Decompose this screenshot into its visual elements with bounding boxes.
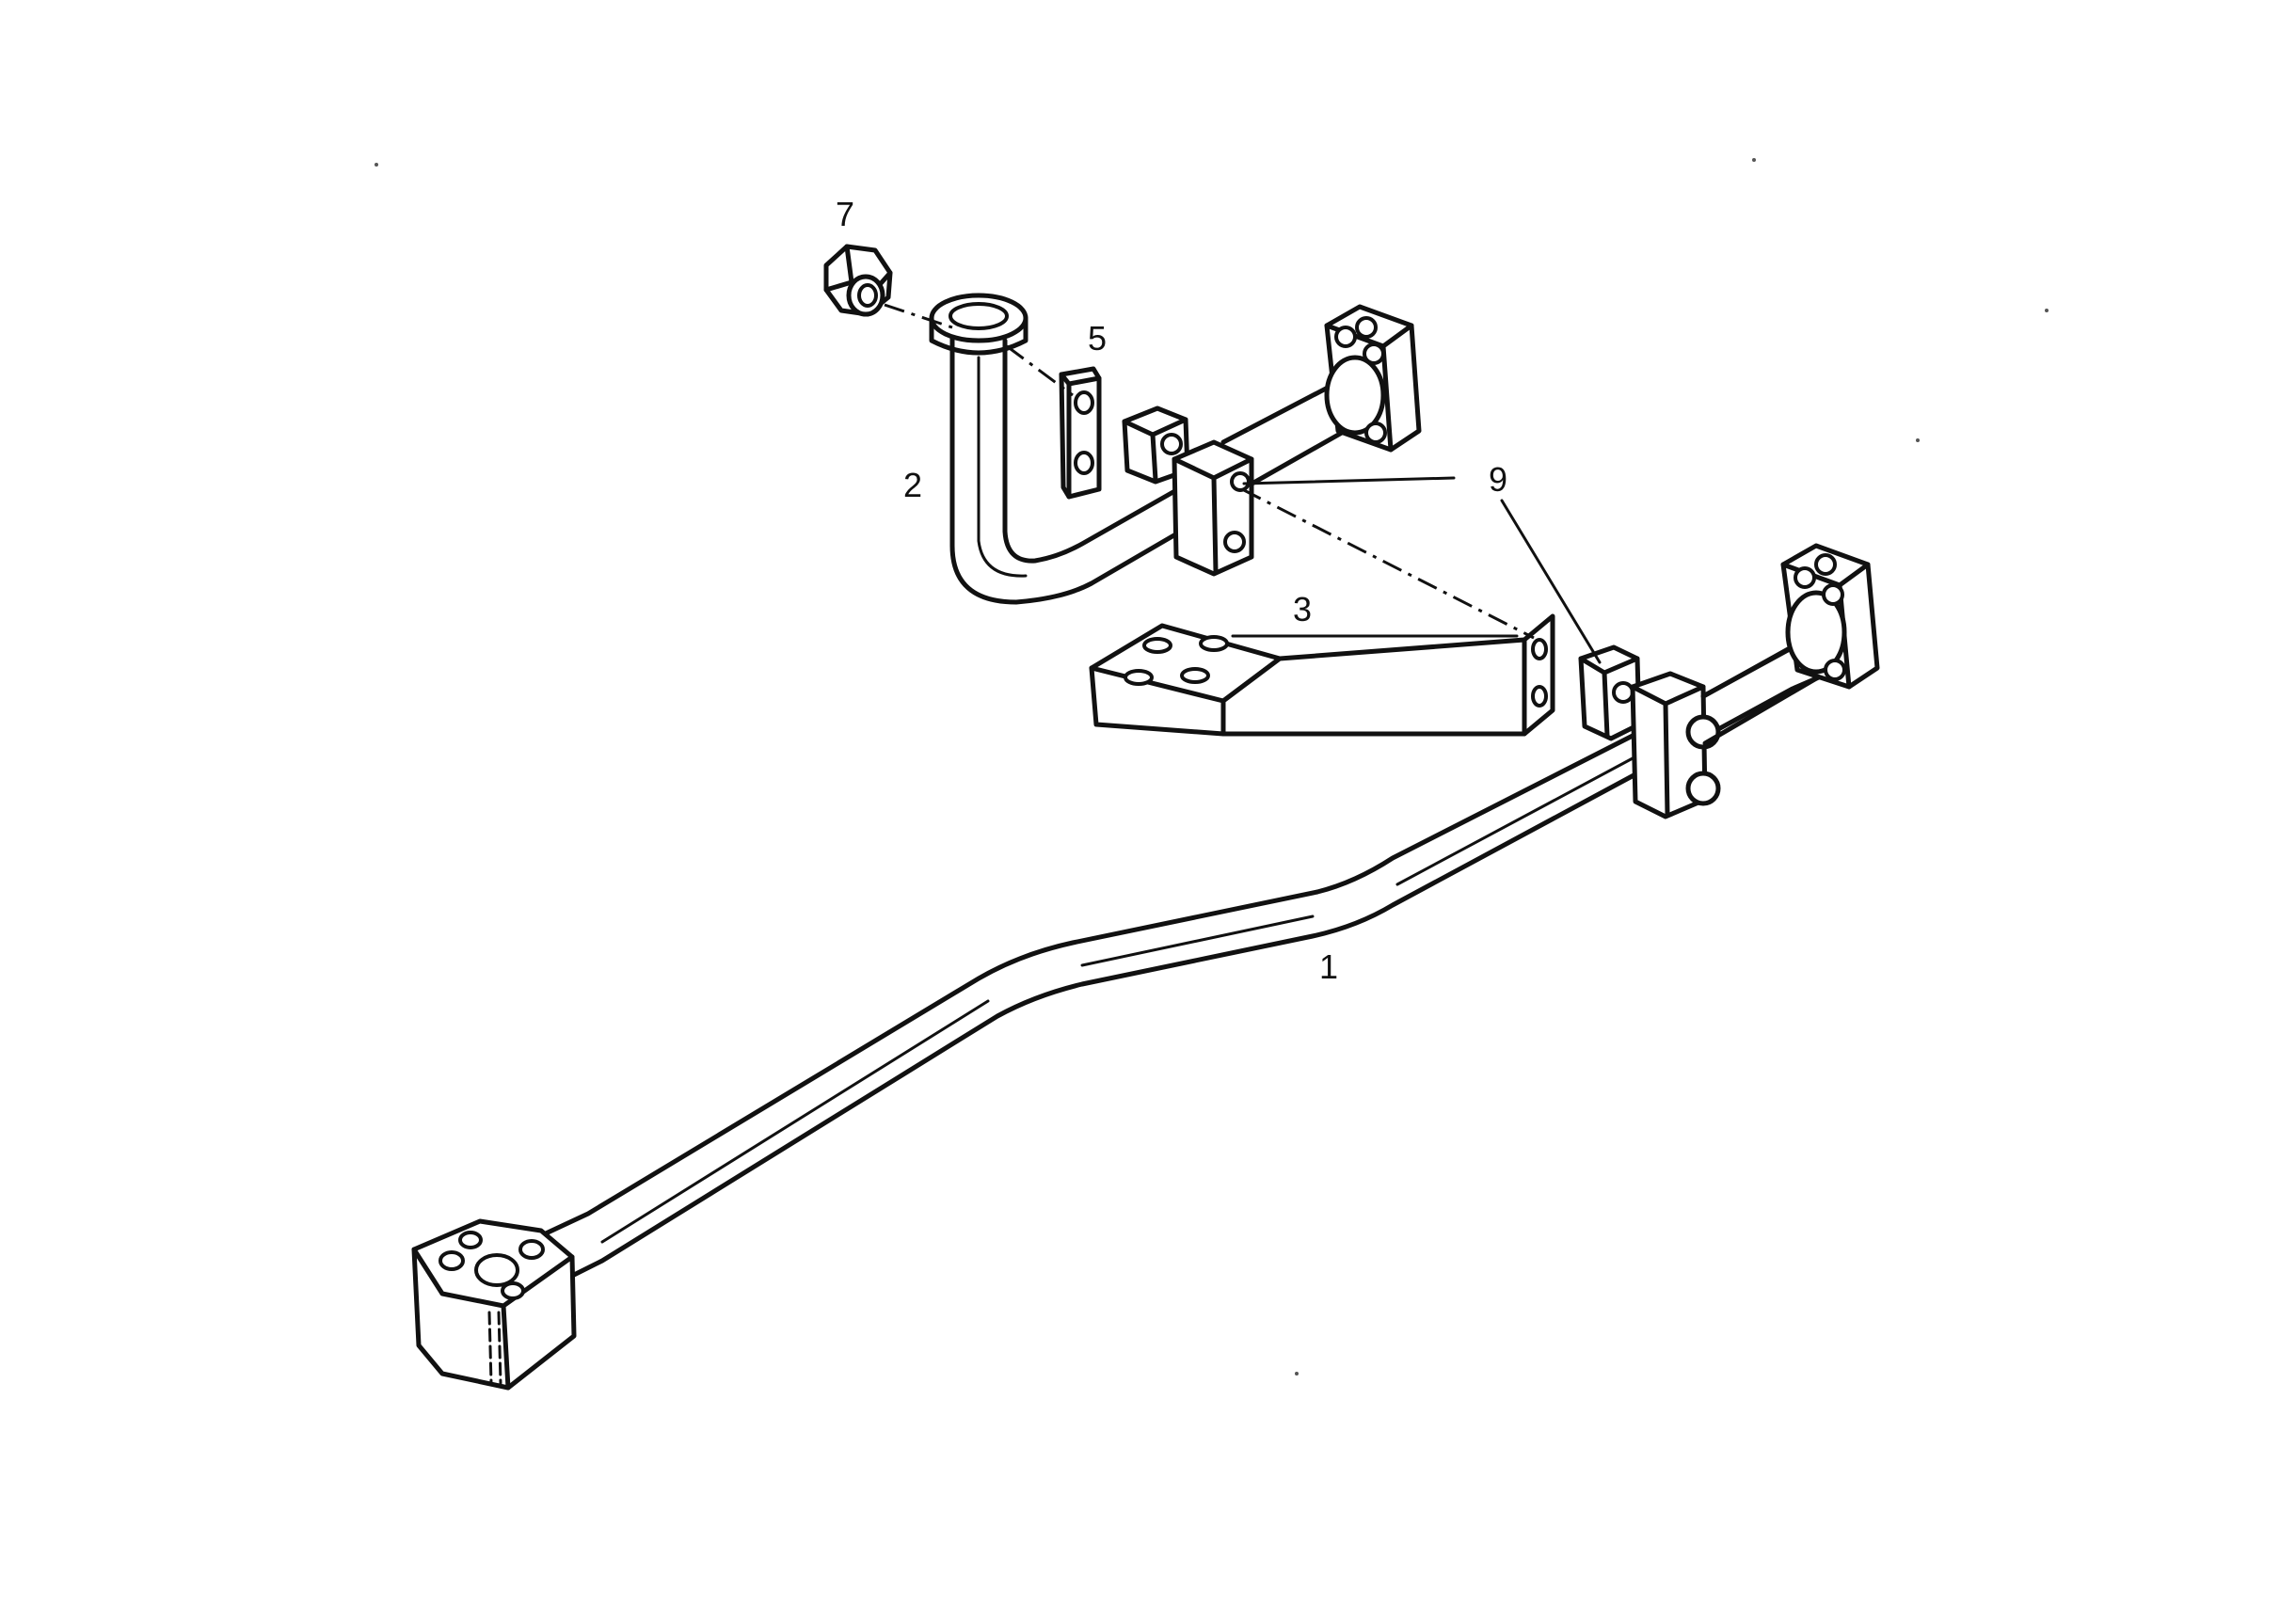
assembly-centerlines: [884, 303, 1535, 640]
part-2-tube-inner: [1002, 338, 1181, 564]
leader-part-9-lower: [1500, 499, 1602, 664]
part-2-tube-outer: [949, 336, 1198, 605]
centerline-clamp-to-bracket: [1241, 487, 1535, 640]
part-2-clamp-front: [1172, 439, 1254, 577]
callout-part-5: 5: [1088, 319, 1107, 358]
callout-part-1: 1: [1319, 947, 1338, 986]
centerline-nut-to-collar: [884, 303, 953, 329]
part-1-tube-lower-edge: [562, 671, 1830, 1282]
part-2-right-square-flange: [1324, 304, 1422, 453]
leader-part-9-upper: [1242, 476, 1456, 485]
callout-part-3: 3: [1293, 590, 1312, 628]
part-1-tube-highlight: [600, 756, 1634, 1244]
part-5-small-plate: [1059, 366, 1102, 500]
part-3-bracket: [1089, 613, 1555, 737]
callout-part-9: 9: [1489, 460, 1507, 499]
part-1-long-tube: [411, 543, 1880, 1391]
scan-specks: [375, 158, 2049, 1376]
part-2-tube-highlight: [977, 356, 1028, 578]
part-2-clamp-rear: [1122, 406, 1190, 485]
part-1-left-flange-block: [411, 1218, 577, 1391]
part-2-top-collar: [929, 293, 1028, 356]
part-1-tube-clamp-front: [1630, 671, 1721, 819]
callout-part-2: 2: [903, 466, 922, 504]
part-7-hex-nut: [823, 244, 893, 317]
part-1-right-square-flange: [1780, 543, 1880, 690]
leader-lines: [1231, 476, 1602, 664]
callout-part-7: 7: [836, 195, 854, 233]
part-2-tube-right-lower: [1239, 422, 1358, 492]
part-1-tube-right-lower: [1702, 675, 1821, 746]
part-2-bent-tube: [929, 293, 1422, 605]
part-1-tube-upper-edge: [529, 632, 1824, 1243]
centerline-collar-to-plate: [1006, 344, 1074, 397]
